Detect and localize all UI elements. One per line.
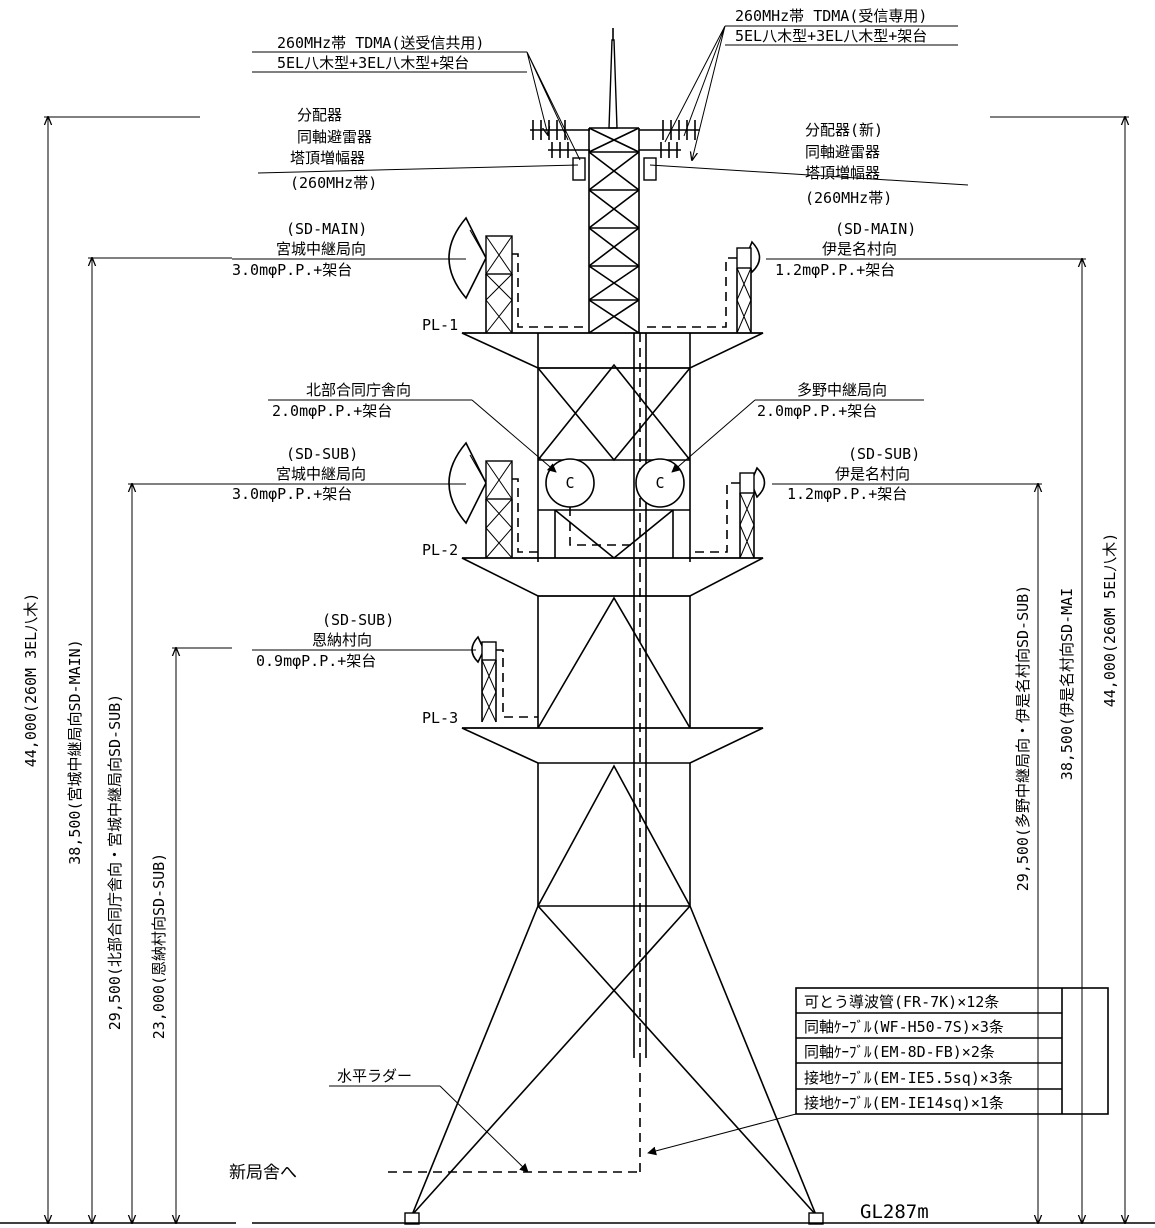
- svg-text:恩納村向: 恩納村向: [312, 631, 372, 649]
- svg-text:5EL八木型+3EL八木型+架台: 5EL八木型+3EL八木型+架台: [277, 54, 469, 72]
- svg-text:2.0mφP.P.+架台: 2.0mφP.P.+架台: [757, 402, 877, 420]
- dimension-lines-left: [44, 117, 232, 1223]
- platform-pl1: [461, 332, 764, 369]
- dim-23000-left: 23,000(恩納村向SD-SUB): [150, 853, 168, 1039]
- svg-text:伊是名村向: 伊是名村向: [822, 240, 897, 258]
- svg-text:宮城中継局向: 宮城中継局向: [276, 240, 366, 258]
- svg-text:塔頂増幅器: 塔頂増幅器: [805, 164, 880, 182]
- svg-text:同軸避雷器: 同軸避雷器: [805, 143, 880, 161]
- svg-text:(SD-MAIN): (SD-MAIN): [286, 220, 367, 238]
- svg-text:260MHz帯 TDMA(送受信共用): 260MHz帯 TDMA(送受信共用): [277, 34, 484, 52]
- svg-text:(260MHz帯): (260MHz帯): [290, 174, 377, 192]
- svg-text:北部合同庁舎向: 北部合同庁舎向: [306, 381, 411, 399]
- cable-table: 可とう導波管(FR-7K)×12条 同軸ｹｰﾌﾞﾙ(WF-H50-7S)×3条 …: [647, 987, 1109, 1156]
- tower-structure: [0, 28, 1155, 1225]
- svg-text:0.9mφP.P.+架台: 0.9mφP.P.+架台: [256, 652, 376, 670]
- svg-text:(260MHz帯): (260MHz帯): [805, 189, 892, 207]
- dish-marker-left: C: [565, 474, 574, 492]
- svg-text:多野中継局向: 多野中継局向: [797, 381, 887, 399]
- svg-text:5EL八木型+3EL八木型+架台: 5EL八木型+3EL八木型+架台: [735, 27, 927, 45]
- svg-text:分配器(新): 分配器(新): [805, 121, 883, 139]
- dim-29500-right: 29,500(多野中継局向・伊是名村向SD-SUB): [1014, 585, 1032, 891]
- label-sd-main-izena: (SD-MAIN) 伊是名村向 1.2mφP.P.+架台: [766, 220, 972, 279]
- platform-pl3: [461, 727, 764, 764]
- label-sd-sub-miyagi: (SD-SUB) 宮城中継局向 3.0mφP.P.+架台: [232, 445, 466, 503]
- dish-sd-main-miyagi: [448, 216, 589, 334]
- svg-text:3.0mφP.P.+架台: 3.0mφP.P.+架台: [232, 485, 352, 503]
- svg-text:2.0mφP.P.+架台: 2.0mφP.P.+架台: [272, 402, 392, 420]
- svg-text:1.2mφP.P.+架台: 1.2mφP.P.+架台: [787, 485, 907, 503]
- dim-38500-left: 38,500(宮城中継局向SD-MAIN): [66, 639, 84, 864]
- cable-row-3: 同軸ｹｰﾌﾞﾙ(EM-8D-FB)×2条: [804, 1043, 995, 1061]
- svg-text:同軸避雷器: 同軸避雷器: [297, 128, 372, 146]
- cable-row-1: 可とう導波管(FR-7K)×12条: [804, 993, 999, 1011]
- cable-duct: [388, 333, 647, 1173]
- top-lattice: [588, 127, 640, 334]
- dish-sd-sub-miyagi: [448, 441, 538, 559]
- dim-44000-left: 44,000(260M 3EL八木): [22, 593, 40, 768]
- cable-row-4: 接地ｹｰﾌﾞﾙ(EM-IE5.5sq)×3条: [804, 1069, 1013, 1087]
- svg-text:1.2mφP.P.+架台: 1.2mφP.P.+架台: [775, 261, 895, 279]
- yagi-antennas-left: [530, 120, 590, 181]
- platform-label-pl1: PL-1: [422, 316, 458, 334]
- label-tdma-right: 260MHz帯 TDMA(受信専用) 5EL八木型+3EL八木型+架台: [664, 7, 958, 160]
- dish-sd-sub-onna: [471, 635, 538, 723]
- footing-right: [808, 1212, 824, 1225]
- cable-row-5: 接地ｹｰﾌﾞﾙ(EM-IE14sq)×1条: [804, 1094, 1004, 1112]
- svg-text:260MHz帯 TDMA(受信専用): 260MHz帯 TDMA(受信専用): [735, 7, 927, 25]
- tower-base: [404, 905, 824, 1225]
- platform-label-pl3: PL-3: [422, 709, 458, 727]
- svg-text:分配器: 分配器: [297, 106, 342, 124]
- label-tano: 多野中継局向 2.0mφP.P.+架台: [671, 381, 924, 473]
- dim-29500-left: 29,500(北部合同庁舎向・宮城中継局向SD-SUB): [106, 694, 124, 1030]
- svg-text:3.0mφP.P.+架台: 3.0mφP.P.+架台: [232, 261, 352, 279]
- mast-tip: [608, 39, 618, 129]
- yagi-antennas-right: [639, 120, 700, 181]
- dish-marker-right: C: [655, 474, 664, 492]
- label-ground-level: GL287m: [860, 1201, 929, 1223]
- label-equipment-right: 分配器(新) 同軸避雷器 塔頂増幅器 (260MHz帯): [649, 121, 969, 207]
- svg-text:(SD-SUB): (SD-SUB): [286, 445, 358, 463]
- label-sd-main-miyagi: (SD-MAIN) 宮城中継局向 3.0mφP.P.+架台: [232, 220, 466, 279]
- svg-text:伊是名村向: 伊是名村向: [835, 465, 910, 483]
- footing-left: [404, 1212, 420, 1225]
- dim-44000-right: 44,000(260M 5EL八木): [1101, 533, 1119, 708]
- label-sd-sub-izena: (SD-SUB) 伊是名村向 1.2mφP.P.+架台: [772, 445, 972, 503]
- label-equipment-left: 分配器 同軸避雷器 塔頂増幅器 (260MHz帯): [257, 106, 579, 192]
- dish-sd-main-izena: [646, 240, 761, 334]
- svg-text:宮城中継局向: 宮城中継局向: [276, 465, 366, 483]
- dim-38500-right: 38,500(伊是名村向SD-MAI: [1058, 588, 1076, 780]
- platform-pl2: [461, 557, 764, 597]
- dish-hokubu-godo: C: [545, 458, 634, 546]
- platform-label-pl2: PL-2: [422, 541, 458, 559]
- label-tdma-left: 260MHz帯 TDMA(送受信共用) 5EL八木型+3EL八木型+架台: [252, 34, 581, 161]
- svg-text:塔頂増幅器: 塔頂増幅器: [290, 149, 365, 167]
- dish-sd-sub-izena: [690, 466, 766, 559]
- svg-text:水平ラダー: 水平ラダー: [337, 1067, 412, 1085]
- svg-text:(SD-SUB): (SD-SUB): [322, 611, 394, 629]
- svg-text:(SD-MAIN): (SD-MAIN): [835, 220, 916, 238]
- cable-row-2: 同軸ｹｰﾌﾞﾙ(WF-H50-7S)×3条: [804, 1018, 1004, 1036]
- label-horizontal-ladder: 水平ラダー: [329, 1067, 529, 1173]
- dimension-lines-right: [972, 117, 1129, 1223]
- svg-text:(SD-SUB): (SD-SUB): [848, 445, 920, 463]
- dish-tano: C: [635, 458, 685, 508]
- label-hokubu: 北部合同庁舎向 2.0mφP.P.+架台: [268, 381, 557, 473]
- label-sd-sub-onna: (SD-SUB) 恩納村向 0.9mφP.P.+架台: [252, 611, 476, 670]
- label-new-building: 新局舎へ: [229, 1163, 297, 1183]
